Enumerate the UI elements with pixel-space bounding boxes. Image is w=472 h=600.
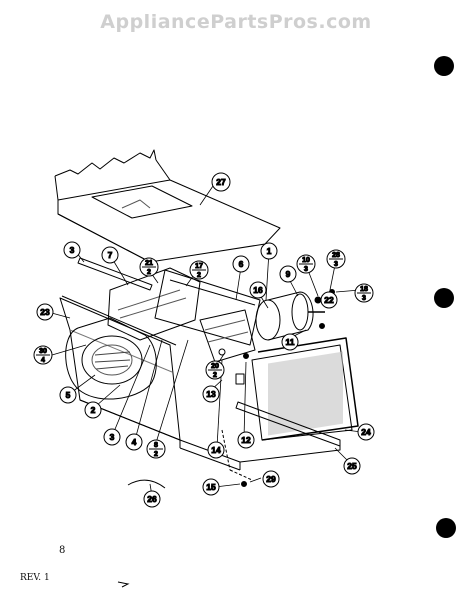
callout-27: 27 bbox=[211, 172, 231, 192]
svg-text:21: 21 bbox=[145, 260, 153, 267]
svg-text:28: 28 bbox=[332, 252, 340, 259]
top-panel bbox=[57, 179, 281, 263]
sensor-lead bbox=[221, 429, 253, 481]
cabinet-left-side bbox=[59, 297, 181, 441]
svg-text:22: 22 bbox=[324, 295, 334, 305]
filter-rail-bottom bbox=[235, 401, 341, 447]
svg-text:10: 10 bbox=[302, 257, 310, 264]
drawing-linework bbox=[54, 149, 359, 489]
top-panel-opening bbox=[91, 185, 193, 219]
svg-text:18: 18 bbox=[360, 286, 368, 293]
svg-text:23: 23 bbox=[40, 307, 50, 317]
callout-3-lower: 3 bbox=[103, 428, 121, 446]
svg-text:2: 2 bbox=[213, 372, 217, 379]
callout-layer: 27 3 7 212 172 6 1 9 103 283 183 16 22 2… bbox=[33, 172, 375, 508]
callout-15: 15 bbox=[202, 478, 220, 496]
svg-text:6: 6 bbox=[239, 259, 244, 269]
callout-24: 24 bbox=[357, 423, 375, 441]
watermark: AppliancePartsPros.com bbox=[100, 11, 372, 33]
svg-text:2: 2 bbox=[197, 272, 201, 279]
callout-14: 14 bbox=[207, 441, 225, 459]
svg-text:2: 2 bbox=[91, 405, 96, 415]
callout-13: 13 bbox=[202, 385, 220, 403]
filter-frame bbox=[257, 337, 359, 441]
callout-16: 16 bbox=[249, 281, 267, 299]
svg-text:9: 9 bbox=[286, 269, 291, 279]
svg-text:14: 14 bbox=[211, 445, 221, 455]
revision-label: REV. 1 bbox=[20, 573, 50, 583]
svg-text:30: 30 bbox=[39, 348, 47, 355]
callout-7: 7 bbox=[101, 246, 119, 264]
cabinet-break-edge bbox=[54, 149, 157, 177]
callout-1: 1 bbox=[260, 242, 278, 260]
svg-text:25: 25 bbox=[347, 461, 357, 471]
svg-text:4: 4 bbox=[41, 357, 45, 364]
callout-28-3: 283 bbox=[326, 249, 346, 269]
callout-5: 5 bbox=[59, 386, 77, 404]
filter-rail-top bbox=[77, 257, 153, 291]
wire-harness bbox=[127, 479, 166, 489]
filter bbox=[251, 344, 353, 441]
callout-11: 11 bbox=[281, 333, 299, 351]
blower-wheel bbox=[81, 335, 143, 385]
control-box bbox=[199, 309, 256, 363]
svg-text:2: 2 bbox=[147, 269, 151, 276]
svg-text:3: 3 bbox=[110, 432, 115, 442]
svg-text:7: 7 bbox=[108, 250, 113, 260]
svg-text:12: 12 bbox=[241, 435, 251, 445]
svg-text:1: 1 bbox=[267, 246, 272, 256]
binder-hole-bottom bbox=[436, 518, 456, 538]
svg-text:3: 3 bbox=[362, 295, 366, 302]
svg-text:3: 3 bbox=[334, 261, 338, 268]
motor-body bbox=[267, 291, 314, 341]
svg-text:20: 20 bbox=[211, 363, 219, 370]
svg-text:2: 2 bbox=[154, 451, 158, 458]
svg-text:26: 26 bbox=[147, 494, 157, 504]
svg-text:3: 3 bbox=[304, 266, 308, 273]
binder-hole-top bbox=[434, 56, 454, 76]
callout-21-2: 212 bbox=[139, 257, 159, 277]
callout-17-2: 172 bbox=[189, 260, 209, 280]
callout-25: 25 bbox=[343, 457, 361, 475]
callout-10-3: 103 bbox=[296, 254, 316, 274]
callout-22: 22 bbox=[320, 291, 338, 309]
svg-text:24: 24 bbox=[361, 427, 371, 437]
svg-text:4: 4 bbox=[132, 437, 137, 447]
callout-30-4: 304 bbox=[33, 345, 53, 365]
callout-12: 12 bbox=[237, 431, 255, 449]
svg-text:3: 3 bbox=[70, 245, 75, 255]
svg-text:15: 15 bbox=[206, 482, 216, 492]
callout-26: 26 bbox=[143, 490, 161, 508]
svg-text:27: 27 bbox=[216, 177, 226, 187]
binder-hole-middle bbox=[434, 288, 454, 308]
page-number: 8 bbox=[59, 545, 66, 556]
callout-8-2: 82 bbox=[146, 439, 166, 459]
callout-4: 4 bbox=[125, 433, 143, 451]
motor-endbell bbox=[255, 299, 281, 341]
callout-18-3: 183 bbox=[354, 283, 374, 303]
blower-mount-plate bbox=[107, 267, 201, 341]
svg-text:13: 13 bbox=[206, 389, 216, 399]
svg-text:8: 8 bbox=[154, 442, 158, 449]
svg-text:29: 29 bbox=[266, 474, 276, 484]
callout-20-2: 202 bbox=[205, 360, 225, 380]
svg-text:5: 5 bbox=[66, 390, 71, 400]
svg-text:16: 16 bbox=[253, 285, 263, 295]
callout-2: 2 bbox=[84, 401, 102, 419]
callout-9: 9 bbox=[279, 265, 297, 283]
divider-plate bbox=[154, 269, 261, 346]
callout-23: 23 bbox=[36, 303, 54, 321]
blower-housing bbox=[65, 317, 157, 400]
margin-mark bbox=[117, 581, 130, 588]
callout-6: 6 bbox=[232, 255, 250, 273]
svg-text:11: 11 bbox=[286, 337, 295, 347]
callout-29: 29 bbox=[262, 470, 280, 488]
svg-text:17: 17 bbox=[195, 263, 203, 270]
callout-3: 3 bbox=[63, 241, 81, 259]
